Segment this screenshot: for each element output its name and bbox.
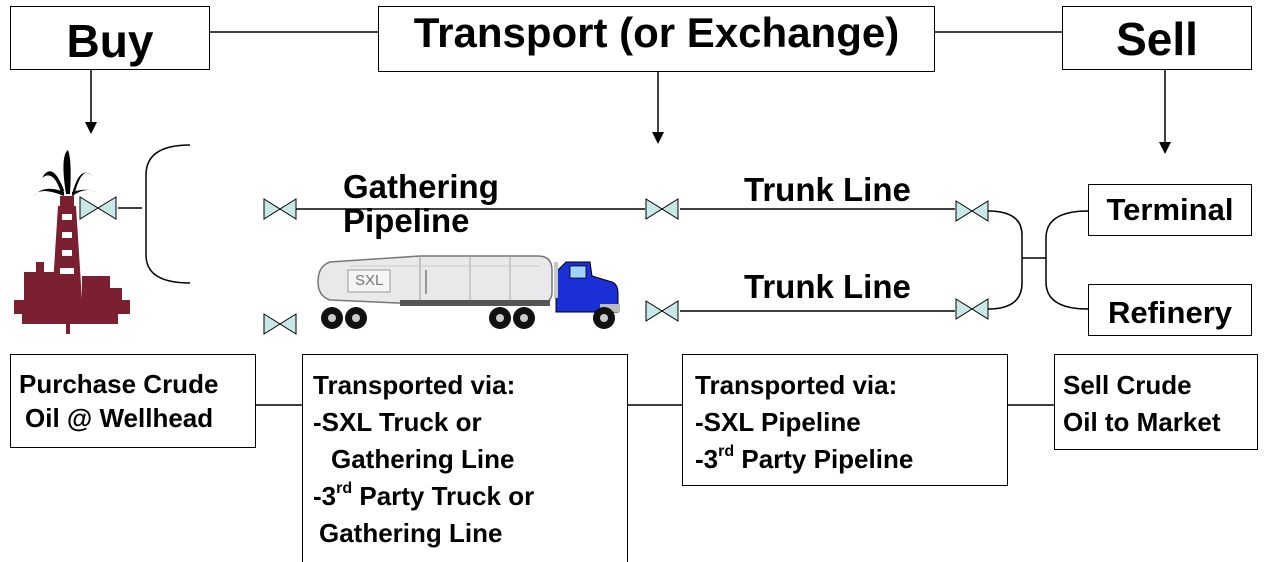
refinery-box: Refinery [1088, 284, 1252, 336]
trunk-line-top-label: Trunk Line [744, 171, 911, 208]
sell-header-box: Sell [1062, 6, 1252, 70]
valve-icon [645, 198, 679, 220]
terminal-box: Terminal [1088, 184, 1252, 236]
transport-gathering-line4-sup: rd [336, 480, 353, 498]
valve-icon [645, 300, 679, 322]
sell-crude-box: Sell Crude Oil to Market [1054, 354, 1258, 450]
valve-icon [263, 313, 297, 335]
terminal-label: Terminal [1106, 192, 1234, 227]
valve-icons [79, 196, 989, 335]
transport-header-label: Transport (or Exchange) [413, 9, 900, 56]
trunk-merge-bracket [987, 210, 1023, 310]
purchase-crude-line1: Purchase Crude [19, 369, 219, 399]
refinery-label: Refinery [1107, 295, 1233, 330]
purchase-crude-box: Purchase Crude Oil @ Wellhead [10, 354, 256, 448]
valve-icon [79, 196, 117, 220]
transport-pipeline-line3: -3rd Party Pipeline [695, 441, 1007, 478]
truck-logo-plate [347, 269, 391, 293]
transport-pipeline-line3-sup: rd [718, 443, 735, 461]
gathering-pipeline-label-line2: Pipeline [343, 202, 470, 239]
transport-gathering-line4-prefix: -3 [313, 481, 337, 511]
transport-gathering-line4-suffix: Party Truck or [352, 481, 535, 511]
transport-gathering-line3: Gathering Line [331, 444, 515, 474]
valve-icon [955, 200, 989, 222]
sell-crude-line2: Oil to Market [1063, 407, 1221, 437]
buy-header-label: Buy [66, 15, 154, 67]
gathering-pipeline-label-line1: Gathering [343, 168, 499, 205]
transport-gathering-line2: -SXL Truck or [313, 407, 482, 437]
transport-pipeline-line1: Transported via: [695, 370, 898, 400]
oil-well-icon [14, 150, 130, 334]
transport-pipeline-box: Transported via: -SXL Pipeline -3rd Part… [682, 354, 1008, 486]
transport-gathering-line5: Gathering Line [319, 518, 503, 548]
transport-header-box: Transport (or Exchange) [378, 6, 935, 72]
valve-icon [955, 298, 989, 320]
valve-icon [263, 198, 297, 220]
terminal-refinery-bracket [1045, 210, 1089, 310]
gathering-pipeline-label: Gathering Pipeline [343, 170, 499, 238]
tanker-truck-icon [317, 255, 620, 329]
transport-gathering-line1: Transported via: [313, 370, 516, 400]
transport-pipeline-line3-prefix: -3 [695, 444, 719, 474]
transport-gathering-box: Transported via: -SXL Truck or Gathering… [302, 354, 628, 562]
sell-crude-line1: Sell Crude [1063, 370, 1192, 400]
buy-header-box: Buy [10, 6, 210, 70]
truck-logo-label: SXL [355, 272, 384, 289]
transport-pipeline-line2: -SXL Pipeline [695, 407, 861, 437]
transport-gathering-line4: -3rd Party Truck or [313, 478, 627, 515]
transport-pipeline-line3-suffix: Party Pipeline [734, 444, 914, 474]
sell-header-label: Sell [1116, 13, 1198, 65]
wellhead-split-bracket [118, 144, 191, 284]
purchase-crude-line2: Oil @ Wellhead [25, 403, 214, 433]
trunk-line-bottom-label: Trunk Line [744, 268, 911, 305]
